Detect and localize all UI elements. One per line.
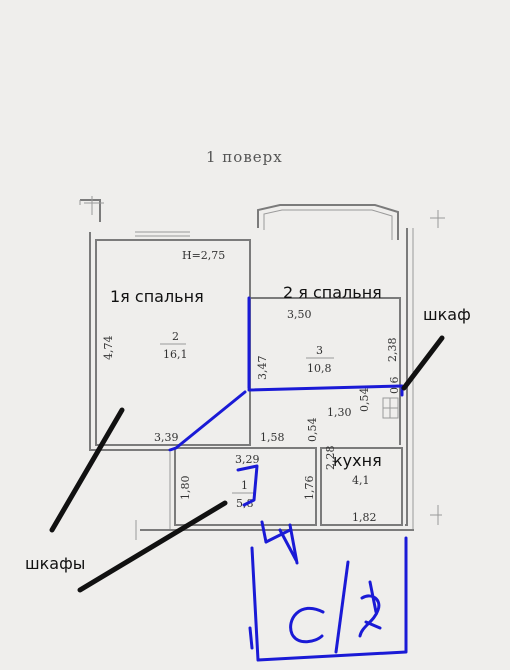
room-name-bedroom2: 2 я спальня [283, 283, 382, 302]
dim-passage-width: 1,58 [260, 431, 285, 444]
annotation-wardrobes: шкафы [25, 554, 85, 573]
dim-bedroom1-width: 3,39 [154, 431, 179, 444]
dim-bedroom1-height: 4,74 [102, 336, 115, 361]
wardrobe-arrows [49, 335, 445, 593]
dim-bedroom2-width: 3,50 [287, 308, 312, 321]
room-number-bedroom1: 2 [172, 330, 179, 343]
dim-bedroom2-right: 2,38 [386, 338, 399, 363]
room-number-bedroom2: 3 [316, 344, 323, 357]
dim-kitchen-height: 2,28 [324, 446, 337, 471]
room-area-bedroom1: 16,1 [163, 348, 188, 361]
dim-hall-left: 1,80 [179, 476, 192, 501]
room-number-hall: 1 [241, 479, 248, 492]
dim-kitchen-width: 1,82 [352, 511, 377, 524]
dim-closet-width: 1,30 [327, 406, 352, 419]
dim-closet-depth: 0,54 [358, 388, 371, 413]
plan-title: 1 поверх [206, 148, 283, 166]
ceiling-height-label: H=2,75 [182, 249, 225, 262]
room-name-kitchen: кухня [333, 451, 382, 470]
dim-passage-depth: 0,54 [306, 418, 319, 443]
dim-bedroom2-left: 3,47 [256, 356, 269, 381]
dim-hall-width: 3,29 [235, 453, 260, 466]
blue-markup [168, 296, 408, 662]
walls [79, 196, 445, 540]
annotation-wardrobe: шкаф [423, 305, 471, 324]
dimension-labels: 4,74 3,39 3,50 3,47 2,38 1,58 0,54 1,30 … [102, 308, 401, 524]
room-area-bedroom2: 10,8 [307, 362, 332, 375]
room-name-bedroom1: 1я спальня [110, 287, 204, 306]
room-area-kitchen: 4,1 [352, 474, 370, 487]
dim-hall-right: 1,76 [303, 476, 316, 501]
